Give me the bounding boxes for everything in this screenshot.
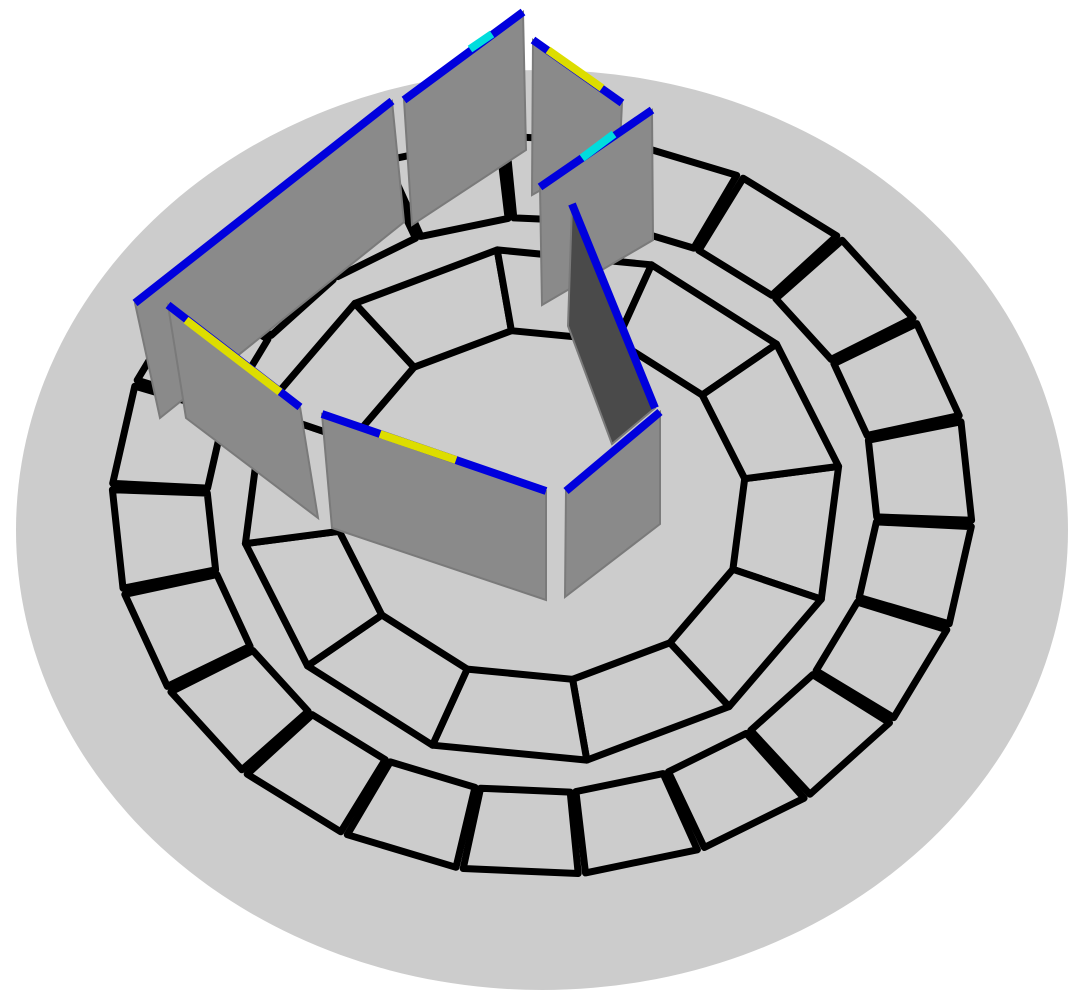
outer-ring-tile: [695, 174, 841, 299]
outer-ring-tile: [664, 729, 808, 851]
inner-ring-tile: [698, 340, 843, 483]
wall-segment: [165, 301, 320, 521]
outer-ring-tile: [812, 598, 951, 722]
wall-segment: [320, 410, 548, 602]
wall-segment: [537, 106, 655, 307]
outer-ring-tile: [459, 784, 582, 877]
outer-ring-tile: [343, 758, 479, 871]
outer-ring-tile: [572, 770, 701, 877]
outer-ring-tile: [121, 571, 254, 690]
outer-ring-tile: [830, 320, 963, 439]
outer-ring-tile: [167, 647, 312, 774]
outer-ring-tile: [108, 486, 220, 592]
outer-ring-tile: [747, 671, 893, 798]
wall-segment: [566, 202, 659, 446]
outer-ring-tile: [864, 418, 976, 524]
outer-ring-tile: [243, 711, 389, 836]
outer-ring-tile: [855, 518, 975, 628]
wall-segment: [563, 408, 663, 600]
outer-ring-tile: [772, 236, 917, 363]
wall-group: [132, 8, 663, 602]
wall-segment: [401, 8, 528, 227]
